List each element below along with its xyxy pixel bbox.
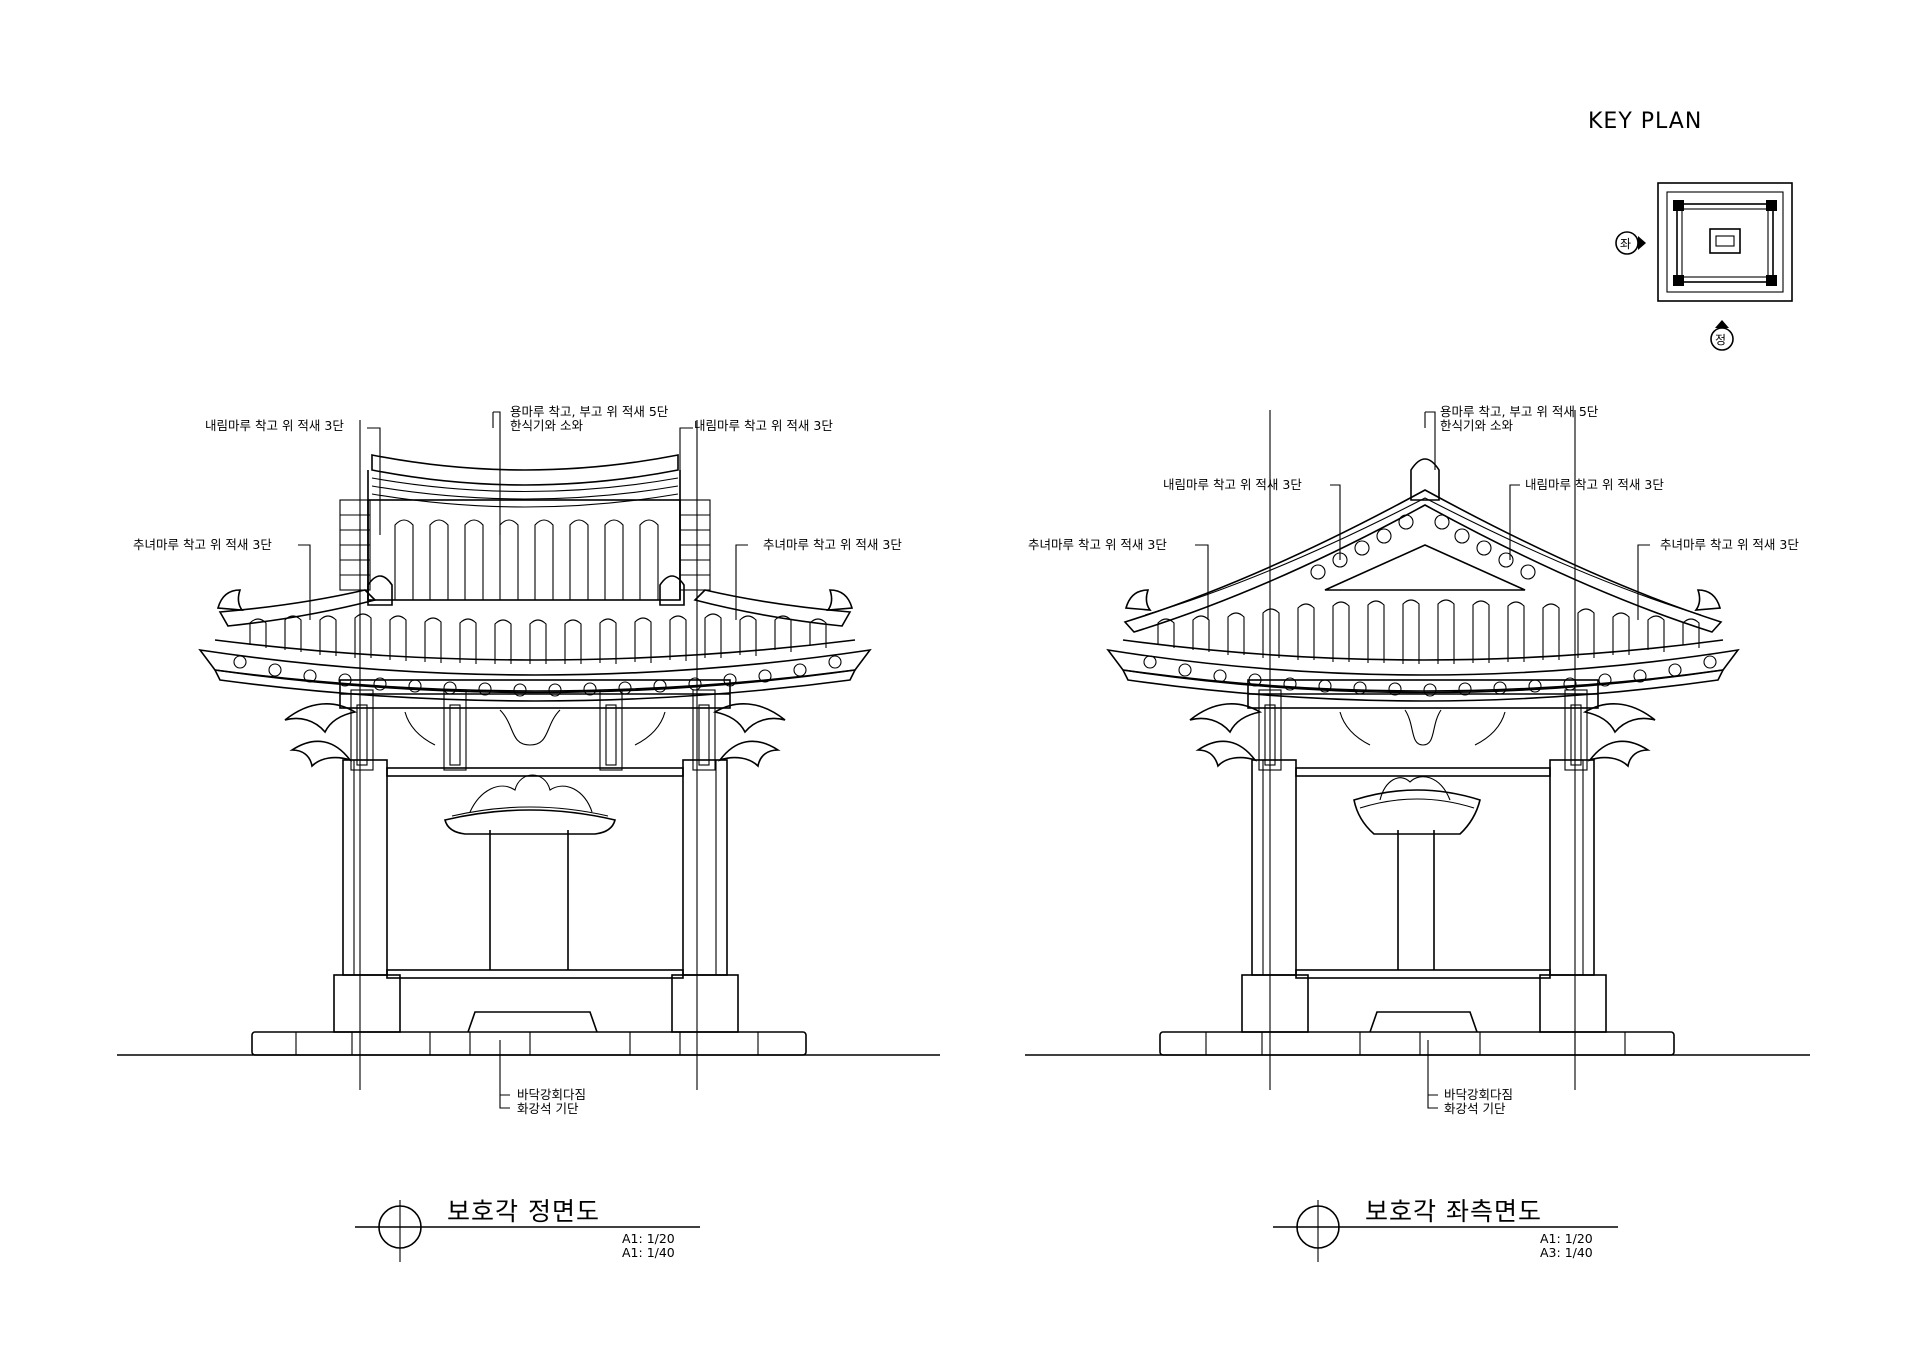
svg-text:정: 정 <box>1715 333 1726 347</box>
front-elevation: 용마루 착고, 부고 위 적새 5단 한식기와 소와 내림마루 착고 위 적새 … <box>117 404 940 1262</box>
side-elevation-title: 보호각 좌측면도 <box>1365 1197 1542 1226</box>
key-plan-column <box>1766 275 1777 286</box>
main-ridge <box>371 454 679 486</box>
key-plan-column <box>1766 200 1777 211</box>
granite-base <box>251 1031 807 1056</box>
note-ridge: 용마루 착고, 부고 위 적새 5단 <box>1440 404 1599 419</box>
scale-a1: A1: 1/20 <box>622 1231 675 1246</box>
note-base: 화강석 기단 <box>1444 1101 1506 1116</box>
hip-ridge <box>1123 489 1723 633</box>
note-descending-ridge-right: 내림마루 착고 위 적새 3단 <box>1525 477 1664 492</box>
bell <box>444 809 616 835</box>
note-tile: 한식기와 소와 <box>510 418 583 433</box>
scale-a1: A1: 1/20 <box>1540 1231 1593 1246</box>
key-plan: KEY PLAN 좌 정 <box>1588 109 1793 351</box>
column <box>682 759 728 976</box>
note-descending-ridge-right: 내림마루 착고 위 적새 3단 <box>694 418 833 433</box>
scale-a3: A1: 1/40 <box>622 1245 675 1260</box>
note-descending-ridge-left: 내림마루 착고 위 적새 3단 <box>1163 477 1302 492</box>
note-base: 화강석 기단 <box>517 1101 579 1116</box>
column <box>342 759 388 976</box>
scale-a3: A3: 1/40 <box>1540 1245 1593 1260</box>
granite-base <box>1159 1031 1675 1056</box>
note-descending-ridge-left: 내림마루 착고 위 적새 3단 <box>205 418 344 433</box>
bell <box>1353 789 1481 835</box>
key-plan-title: KEY PLAN <box>1588 109 1702 134</box>
note-corner-ridge-left: 추녀마루 착고 위 적새 3단 <box>133 537 272 552</box>
column <box>1549 759 1595 976</box>
svg-text:좌: 좌 <box>1620 237 1631 251</box>
note-ridge: 용마루 착고, 부고 위 적새 5단 <box>510 404 669 419</box>
key-plan-outer <box>1657 182 1793 302</box>
note-tile: 한식기와 소와 <box>1440 418 1513 433</box>
ridge-finial <box>1410 458 1440 501</box>
note-corner-ridge-right: 추녀마루 착고 위 적새 3단 <box>1660 537 1799 552</box>
side-elevation: 용마루 착고, 부고 위 적새 5단 한식기와 소와 내림마루 착고 위 적새 … <box>1025 404 1810 1262</box>
note-floor: 바닥강회다짐 <box>517 1087 586 1102</box>
key-plan-bell <box>1709 228 1741 254</box>
front-elevation-title: 보호각 정면도 <box>447 1197 600 1226</box>
note-corner-ridge-right: 추녀마루 착고 위 적새 3단 <box>763 537 902 552</box>
column <box>1251 759 1297 976</box>
note-corner-ridge-left: 추녀마루 착고 위 적새 3단 <box>1028 537 1167 552</box>
note-floor: 바닥강회다짐 <box>1444 1087 1513 1102</box>
key-plan-column <box>1673 200 1684 211</box>
key-plan-column <box>1673 275 1684 286</box>
